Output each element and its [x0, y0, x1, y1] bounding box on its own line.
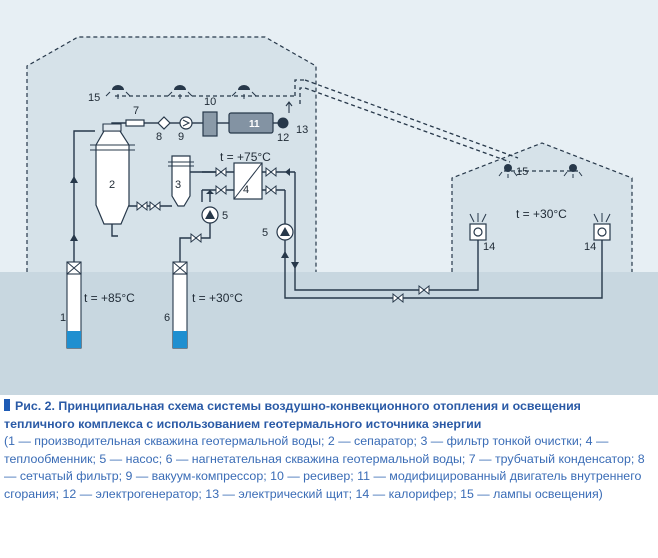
well-water	[67, 331, 81, 348]
geothermal-scheme-diagram: 15 7 8 9 10 11 12 13 2 3 4 5 5 1 6 15 14…	[0, 0, 658, 395]
label-2: 2	[109, 179, 115, 191]
production-pipe	[73, 130, 95, 262]
figure-caption: Рис. 2. Принципиальная схема системы воз…	[4, 398, 654, 504]
temp-production-well: t = +85°C	[84, 291, 135, 305]
vacuum-compressor	[179, 116, 193, 130]
label-15: 15	[88, 92, 100, 104]
electric-panel-arrow	[285, 101, 293, 113]
ground-area	[0, 272, 658, 395]
label-14b: 14	[584, 241, 596, 253]
caption-title: Рис. 2. Принципиальная схема системы воз…	[4, 399, 581, 431]
caption-legend: (1 — производительная скважина геотермал…	[4, 434, 645, 501]
tubular-condenser	[125, 119, 145, 127]
label-11: 11	[249, 119, 260, 130]
label-1: 1	[60, 312, 66, 324]
label-4: 4	[243, 184, 249, 196]
temp-injection-well: t = +30°C	[192, 291, 243, 305]
cable-link-2	[299, 87, 305, 104]
supply-pipe	[294, 172, 479, 291]
label-15b: 15	[516, 166, 528, 178]
separator	[95, 130, 130, 225]
label-3: 3	[175, 179, 181, 191]
label-12: 12	[277, 132, 289, 144]
air-heater	[469, 223, 487, 241]
label-7: 7	[133, 105, 139, 117]
lamp-icon	[498, 164, 518, 178]
label-10: 10	[204, 96, 216, 108]
label-6: 6	[164, 312, 170, 324]
greenhouse-building	[451, 142, 633, 272]
label-14: 14	[483, 241, 495, 253]
well-water	[173, 331, 187, 348]
lamp-icon	[167, 85, 193, 99]
return-pipe	[284, 240, 603, 299]
caption-marker	[4, 399, 10, 411]
receiver	[202, 111, 218, 137]
electric-cable-upper	[304, 79, 519, 159]
electric-cable-lower	[304, 87, 511, 163]
temp-heat-exchanger: t = +75°C	[220, 150, 271, 164]
label-13: 13	[296, 124, 308, 136]
lamp-icon	[563, 164, 583, 178]
label-9: 9	[178, 131, 184, 143]
air-heater	[593, 223, 611, 241]
electric-generator	[277, 117, 289, 129]
label-5b: 5	[262, 227, 268, 239]
cable-link	[294, 79, 305, 96]
temp-greenhouse: t = +30°C	[516, 207, 567, 221]
lamp-icon	[231, 85, 257, 99]
label-8: 8	[156, 131, 162, 143]
lamp-icon	[105, 85, 131, 99]
main-building	[26, 36, 317, 272]
label-5: 5	[222, 210, 228, 222]
fine-filter	[171, 155, 191, 207]
